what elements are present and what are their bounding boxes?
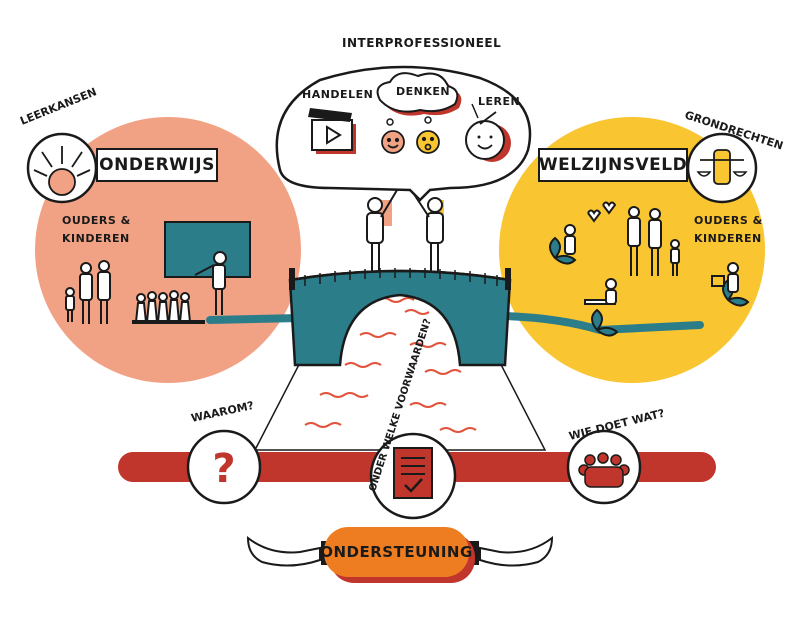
checklist-document-icon — [369, 432, 457, 520]
left-stream — [206, 314, 304, 324]
left-people-label-1: OUDERS & — [62, 214, 131, 227]
bridge — [288, 268, 512, 367]
welzijnsveld-label-box: WELZIJNSVELD — [538, 148, 688, 182]
grondrechten-scales-icon — [686, 132, 758, 204]
support-pill — [324, 527, 469, 577]
river-waves — [304, 297, 477, 433]
right-people-label-1: OUDERS & — [694, 214, 763, 227]
classroom-scene — [65, 221, 251, 324]
welfare-scene — [549, 201, 750, 337]
thought-bubble — [275, 65, 532, 202]
leerkansen-label: LEERKANSEN — [18, 85, 98, 128]
leren-label: LEREN — [478, 95, 521, 108]
onderwijs-label-box: ONDERWIJS — [96, 148, 218, 182]
svg-text:?: ? — [212, 446, 235, 492]
question-mark-icon: ? — [186, 429, 262, 505]
leerkansen-icon — [26, 132, 98, 204]
denken-label: DENKEN — [396, 85, 451, 98]
page-title: INTERPROFESSIONEEL — [342, 36, 502, 50]
smiley-faces-icon — [381, 130, 440, 154]
professionals-high-five — [366, 184, 444, 272]
right-people-label-2: KINDEREN — [694, 232, 762, 245]
film-clapper-icon — [308, 108, 356, 154]
thinking-cloud-icon — [376, 72, 462, 126]
label-waarom: WAAROM? — [190, 399, 255, 425]
handelen-label: HANDELEN — [302, 88, 374, 101]
learning-face-icon — [465, 103, 511, 162]
group-people-icon — [566, 429, 642, 505]
left-people-label-2: KINDEREN — [62, 232, 130, 245]
ondersteuning-label: ONDERSTEUNING — [320, 543, 473, 561]
